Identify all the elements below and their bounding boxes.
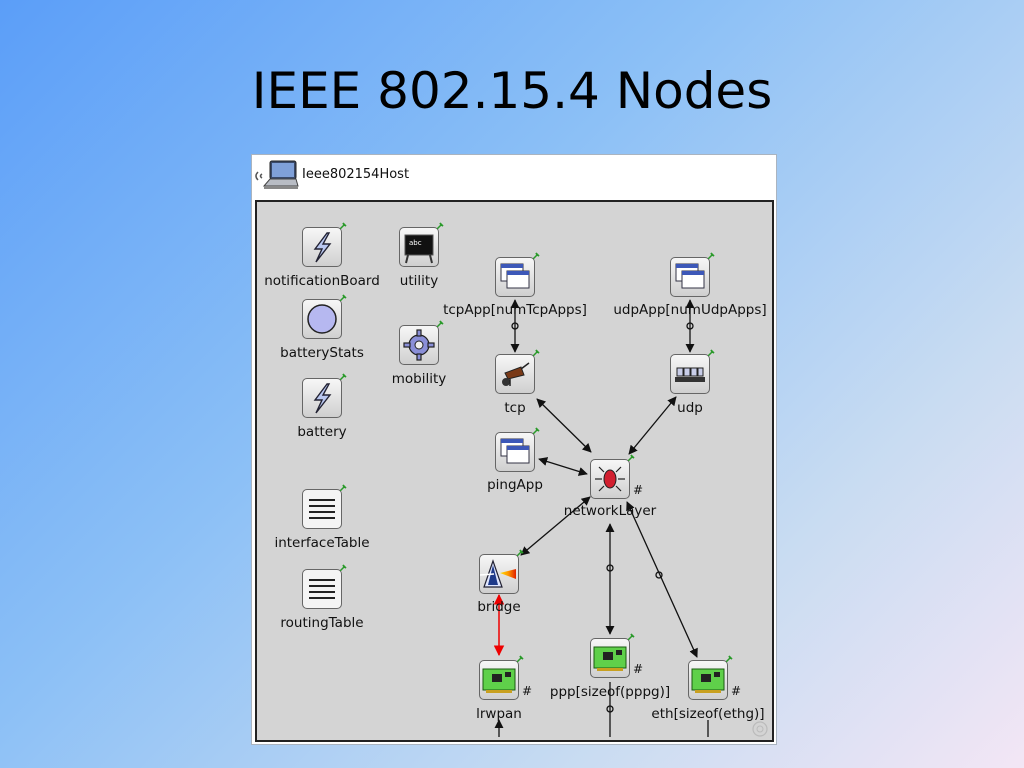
vector-marker: #: [522, 684, 533, 698]
pin-icon: [628, 633, 635, 640]
module-label: bridge: [477, 599, 521, 615]
pin-icon: [533, 252, 540, 259]
module-label: pingApp: [487, 477, 543, 493]
pin-icon: [533, 427, 540, 434]
wheelbarrow-icon: [495, 354, 535, 394]
circle-icon: [302, 299, 342, 339]
pin-icon: [517, 549, 524, 556]
window-header: Ieee802154Host: [252, 155, 776, 197]
pin-icon: [340, 564, 347, 571]
network-card-icon: [688, 660, 728, 700]
pin-icon: [726, 655, 733, 662]
pin-icon: [340, 373, 347, 380]
module-label: notificationBoard: [264, 273, 380, 289]
pin-icon: [517, 655, 524, 662]
module-label: udp: [677, 400, 703, 416]
prism-icon: [479, 554, 519, 594]
pin-icon: [340, 222, 347, 229]
module-label: lrwpan: [476, 706, 522, 722]
laptop-icon: [255, 160, 299, 189]
vector-marker: #: [633, 483, 644, 497]
pin-icon: [340, 484, 347, 491]
network-canvas[interactable]: notificationBoard abc utility batterySta…: [255, 200, 774, 742]
module-label: tcpApp[numTcpApps]: [443, 302, 587, 318]
module-label: eth[sizeof(ethg)]: [651, 706, 765, 722]
module-label: batteryStats: [280, 345, 364, 361]
module-label: utility: [399, 273, 439, 289]
queue-icon: [670, 354, 710, 394]
pin-icon: [708, 349, 715, 356]
connection-lines: [493, 299, 709, 737]
window-icon: [495, 257, 535, 297]
network-card-icon: [479, 660, 519, 700]
slide-title: IEEE 802.15.4 Nodes: [251, 62, 773, 120]
lightning-icon: [302, 378, 342, 418]
module-label: battery: [297, 424, 347, 440]
module-label: mobility: [391, 371, 447, 387]
svg-text:abc: abc: [409, 239, 422, 247]
table-icon: [302, 489, 342, 529]
pin-icon: [708, 252, 715, 259]
module-label: interfaceTable: [274, 535, 370, 551]
module-label: ppp[sizeof(pppg)]: [549, 684, 671, 700]
vector-marker: #: [731, 684, 742, 698]
module-label: routingTable: [280, 615, 364, 631]
module-label: udpApp[numUdpApps]: [613, 302, 767, 318]
window-icon: [670, 257, 710, 297]
pin-icon: [533, 349, 540, 356]
module-label: tcp: [504, 400, 526, 416]
blackboard-icon: abc: [399, 227, 439, 267]
network-card-icon: [590, 638, 630, 678]
window-icon: [495, 432, 535, 472]
pin-icon: [340, 294, 347, 301]
router-icon: [590, 459, 630, 499]
window-title: Ieee802154Host: [302, 167, 410, 182]
module-label: networkLayer: [563, 503, 657, 519]
gear-icon: [399, 325, 439, 365]
vector-marker: #: [633, 662, 644, 676]
host-window[interactable]: Ieee802154Host: [251, 154, 777, 745]
table-icon: [302, 569, 342, 609]
pin-icon: [628, 454, 635, 461]
pin-icon: [437, 222, 444, 229]
corner-logo-icon: [752, 721, 768, 737]
lightning-icon: [302, 227, 342, 267]
pin-icon: [437, 320, 444, 327]
